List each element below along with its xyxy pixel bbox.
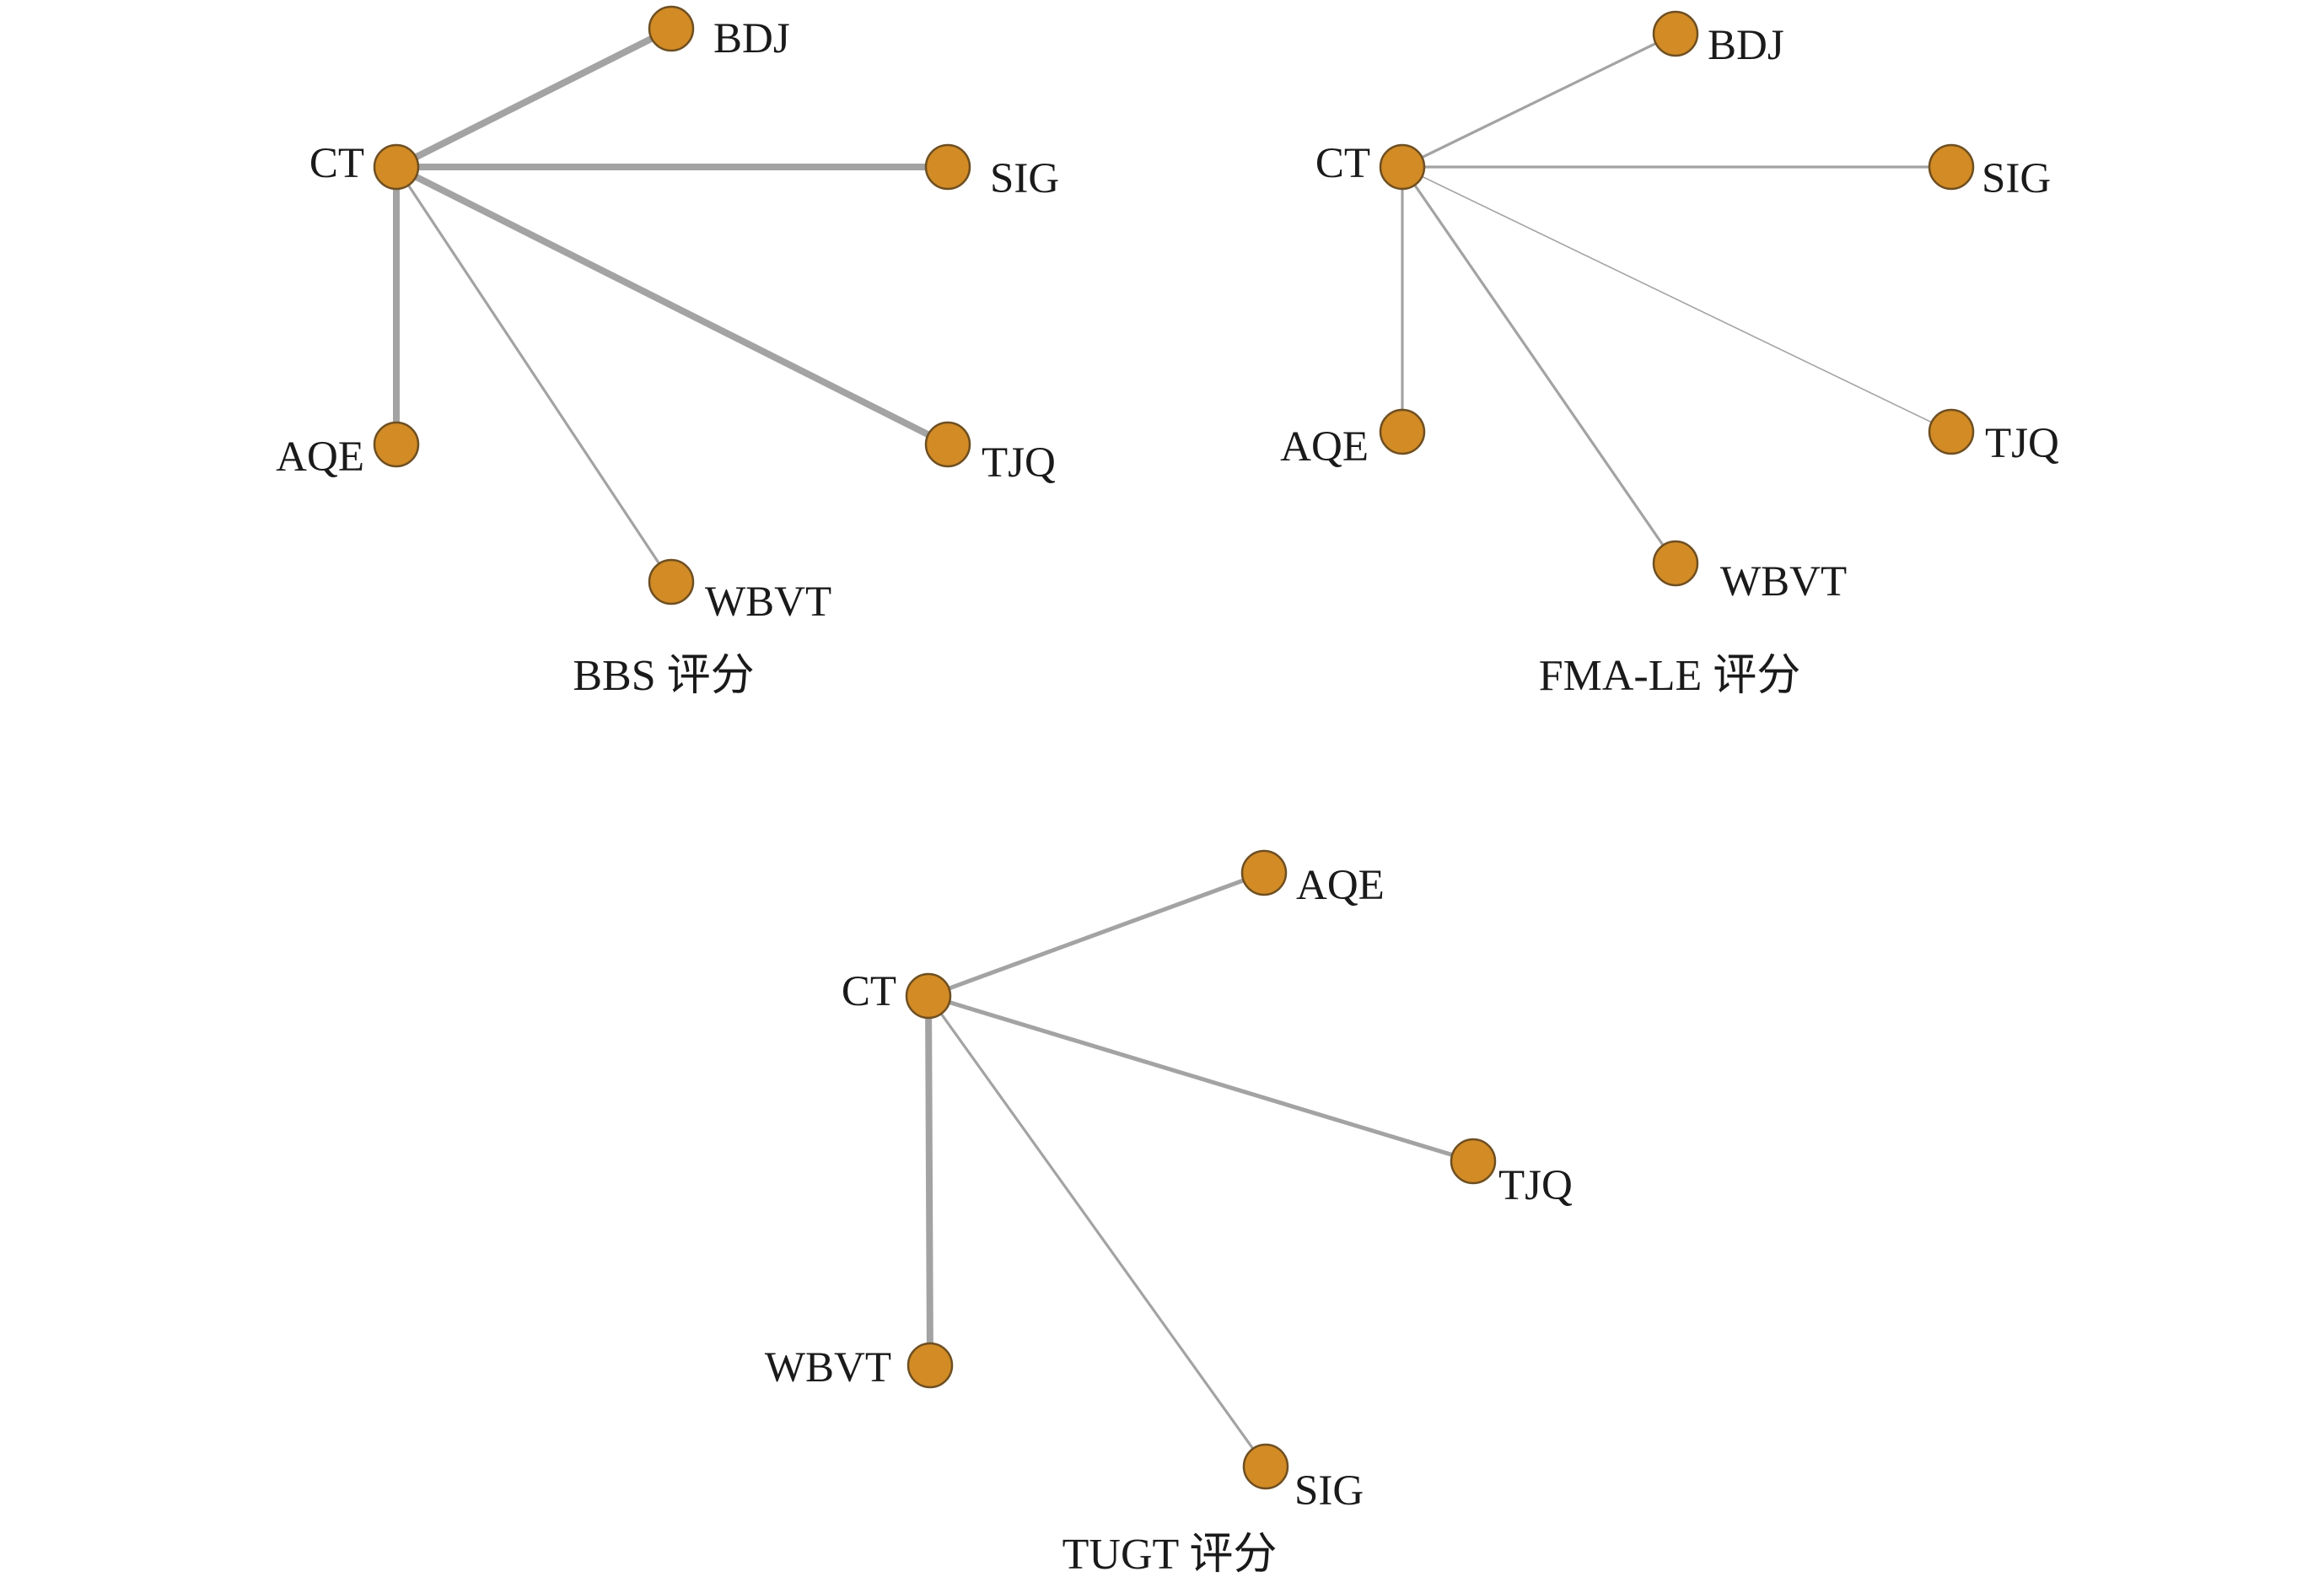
node-label-ct: CT: [1315, 140, 1370, 187]
node-sig: [1928, 143, 1975, 191]
panel-caption: BBS 评分: [573, 652, 754, 700]
edge-ct-aqe: [926, 870, 1267, 998]
node-aqe: [1379, 408, 1426, 455]
node-label-ct: CT: [309, 140, 364, 187]
node-label-ct: CT: [842, 968, 896, 1015]
network-panel-3: CT AQE TJQ WBVT SIG TUGT 评分: [765, 849, 1573, 1577]
node-label-aqe: AQE: [276, 433, 364, 481]
node-wbvt: [1652, 540, 1699, 587]
node-label-tjq: TJQ: [1498, 1162, 1573, 1209]
network-panel-2: CT BDJ SIG AQE TJQ WBVT FMA-LE 评分: [1280, 10, 2059, 700]
node-tjq: [1928, 408, 1975, 455]
panel-caption: FMA-LE 评分: [1539, 652, 1801, 700]
edge-ct-wbvt: [925, 993, 933, 1369]
node-label-wbvt: WBVT: [1720, 558, 1847, 606]
node-wbvt: [906, 1342, 954, 1389]
node-ct: [905, 972, 952, 1020]
edge-ct-tjq: [926, 993, 1476, 1164]
node-label-wbvt: WBVT: [705, 579, 831, 626]
edge-ct-tjq: [393, 164, 951, 448]
panel-caption: TUGT 评分: [1062, 1531, 1278, 1577]
node-sig: [924, 143, 971, 191]
edge-ct-bdj: [393, 25, 675, 170]
node-label-sig: SIG: [1982, 155, 2051, 202]
edge-ct-tjq: [1401, 166, 1952, 433]
node-label-bdj: BDJ: [713, 15, 790, 62]
node-wbvt: [648, 558, 695, 606]
node-ct: [373, 143, 420, 191]
edge-ct-sig: [927, 994, 1267, 1468]
node-tjq: [1450, 1138, 1497, 1185]
node-aqe: [1240, 849, 1288, 896]
node-sig: [1242, 1443, 1289, 1490]
edge-ct-wbvt: [395, 165, 673, 584]
node-aqe: [373, 421, 420, 468]
node-label-aqe: AQE: [1296, 862, 1385, 909]
node-bdj: [648, 5, 695, 52]
node-label-sig: SIG: [1294, 1467, 1364, 1515]
node-label-wbvt: WBVT: [765, 1344, 891, 1391]
node-label-bdj: BDJ: [1708, 22, 1784, 69]
node-tjq: [924, 421, 971, 468]
edge-ct-wbvt: [1401, 165, 1677, 565]
node-label-aqe: AQE: [1280, 423, 1369, 471]
node-label-tjq: TJQ: [982, 439, 1056, 487]
node-label-tjq: TJQ: [1985, 420, 2059, 467]
node-ct: [1379, 143, 1426, 191]
node-label-sig: SIG: [990, 155, 1059, 202]
node-bdj: [1652, 10, 1699, 57]
network-panel-1: CT BDJ SIG AQE TJQ WBVT BBS 评分: [276, 5, 1059, 700]
edge-ct-bdj: [1401, 32, 1677, 169]
